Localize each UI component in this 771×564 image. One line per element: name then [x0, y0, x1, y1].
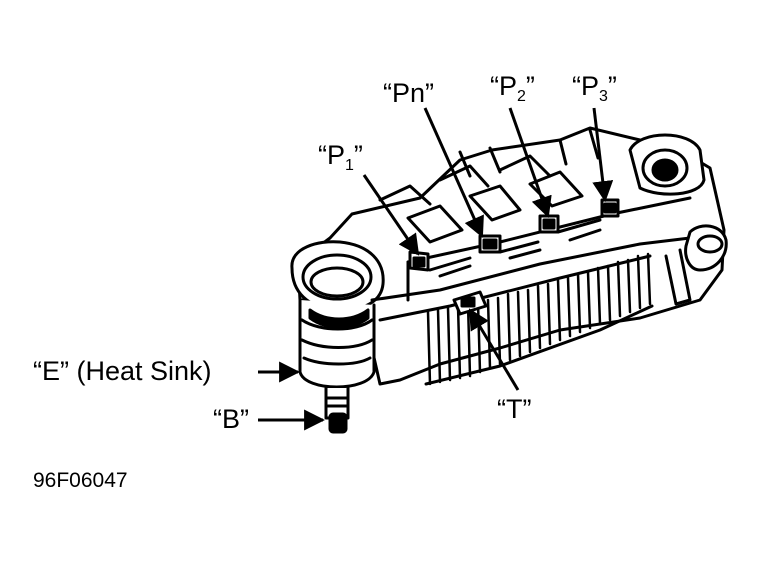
p3-leader: [592, 107, 614, 203]
p1-label-subscript: 1: [345, 157, 354, 174]
t-leader: [468, 308, 520, 391]
p3-label-close: ”: [607, 71, 617, 101]
b-label: “B”: [213, 404, 249, 434]
p3-label-open: “P: [572, 71, 599, 101]
p3-label-subscript: 3: [599, 88, 608, 105]
p1-label-open: “P: [318, 140, 345, 170]
rectifier-body: [290, 126, 728, 434]
p2-label-subscript: 2: [517, 88, 526, 105]
p2-leader: [508, 107, 552, 218]
figure-id: 96F06047: [33, 469, 128, 492]
pn-leader: [423, 107, 484, 238]
leader-lines: [258, 107, 614, 431]
e-heat-sink-label: “E” (Heat Sink): [33, 356, 212, 386]
pn-label: “Pn”: [383, 78, 435, 108]
p2-label-open: “P: [490, 71, 517, 101]
p1-label: “P1”: [318, 140, 363, 174]
t-label: “T”: [497, 394, 532, 424]
p2-label: “P2”: [490, 71, 535, 105]
p3-label: “P3”: [572, 71, 617, 105]
p1-leader: [362, 174, 420, 256]
p1-label-close: ”: [353, 140, 363, 170]
p2-label-close: ”: [525, 71, 535, 101]
